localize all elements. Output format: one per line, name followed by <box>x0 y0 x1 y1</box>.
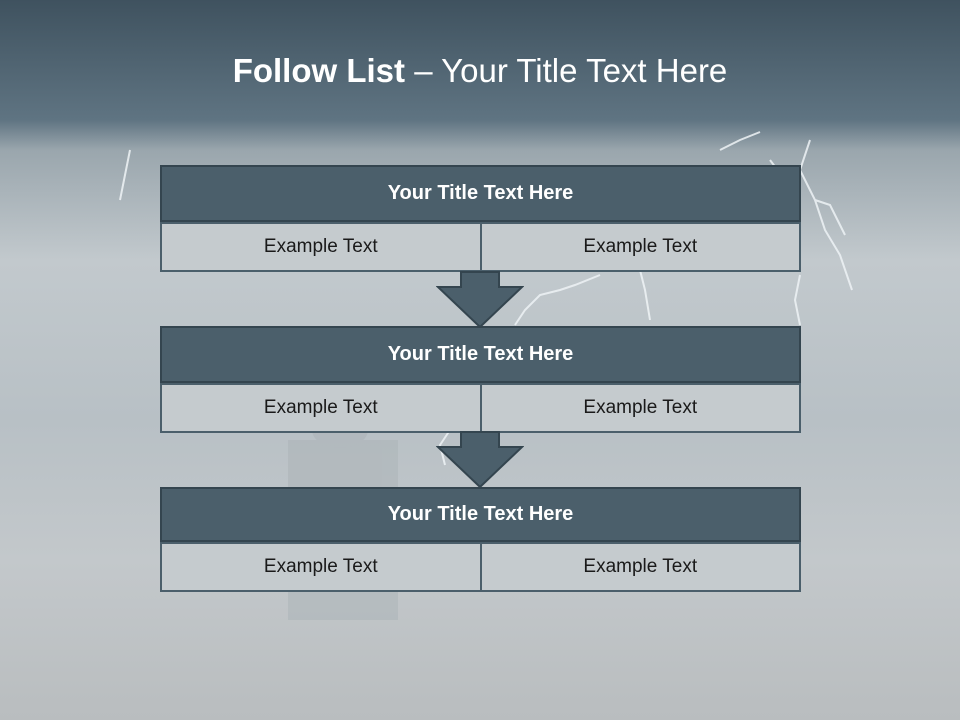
step-row: Example Text Example Text <box>160 222 801 272</box>
step-cell-left: Example Text <box>160 383 482 433</box>
step-title: Your Title Text Here <box>160 326 801 383</box>
title-bold-text: Follow List <box>232 52 406 89</box>
step-cell-left: Example Text <box>160 542 482 592</box>
step-box-3: Your Title Text Here Example Text Exampl… <box>160 487 801 592</box>
step-cell-right: Example Text <box>481 542 801 592</box>
step-box-2: Your Title Text Here Example Text Exampl… <box>160 326 801 433</box>
slide-title: Follow List – Your Title Text Here <box>0 52 960 90</box>
step-cell-left: Example Text <box>160 222 482 272</box>
step-title: Your Title Text Here <box>160 165 801 222</box>
step-row: Example Text Example Text <box>160 383 801 433</box>
step-row: Example Text Example Text <box>160 542 801 592</box>
down-arrow-icon <box>436 271 524 329</box>
title-rest-text: – Your Title Text Here <box>414 52 728 89</box>
step-title: Your Title Text Here <box>160 487 801 542</box>
down-arrow-icon <box>436 431 524 489</box>
step-cell-right: Example Text <box>481 222 801 272</box>
step-box-1: Your Title Text Here Example Text Exampl… <box>160 165 801 272</box>
step-cell-right: Example Text <box>481 383 801 433</box>
